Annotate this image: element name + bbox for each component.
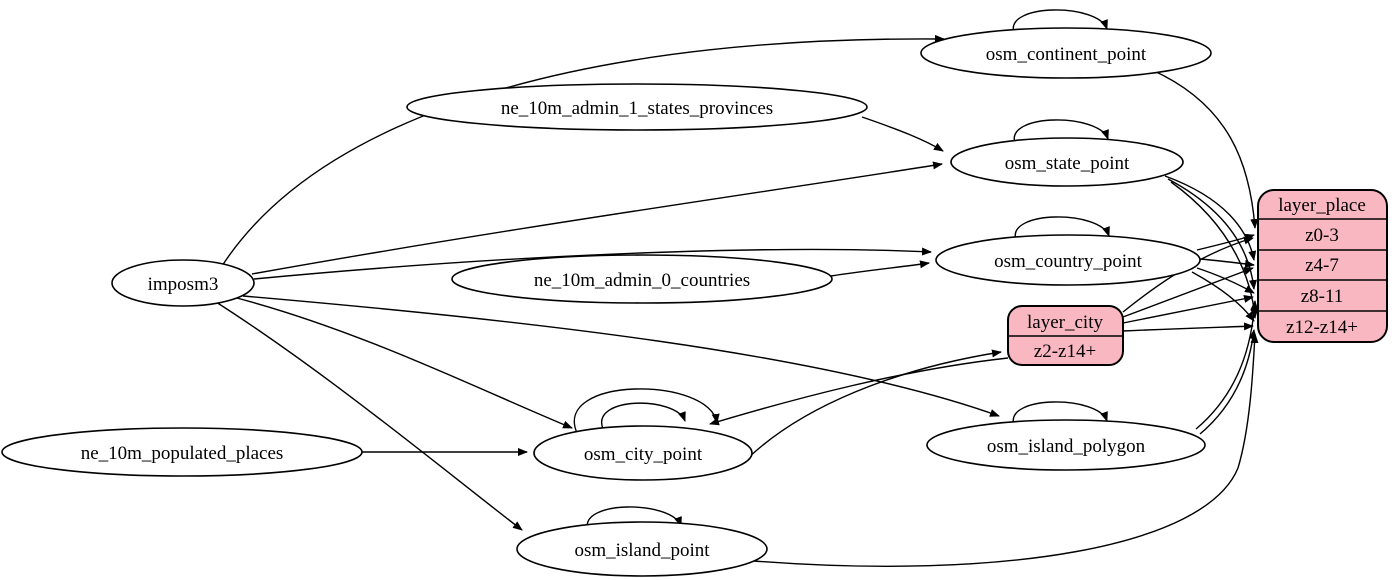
osm_country_point-ellipse xyxy=(935,234,1201,286)
edge-layer_city-layer_place-z0-3 xyxy=(1122,236,1254,313)
layer_place-title: layer_place xyxy=(1278,195,1366,216)
ne_10m_admin_1_states_provinces-label: ne_10m_admin_1_states_provinces xyxy=(501,98,773,119)
edge-osm_continent_point-self xyxy=(1012,9,1108,34)
node-osm_continent_point: osm_continent_point xyxy=(920,27,1212,79)
node-osm_city_point: osm_city_point xyxy=(533,425,753,481)
edge-imposm3-osm_state_point xyxy=(251,161,943,275)
edge-osm_state_point-layer_place-z4-7 xyxy=(1164,175,1257,261)
imposm3-ellipse xyxy=(111,259,255,307)
node-osm_state_point: osm_state_point xyxy=(950,137,1184,187)
node-layer_place: layer_place z0-3 z4-7 z8-11 z12-z14+ xyxy=(1257,189,1388,343)
osm_island_polygon-label: osm_island_polygon xyxy=(987,436,1146,457)
edge-layer_city-layer_place-z8-11 xyxy=(1122,295,1254,324)
edge-osm_country_point-layer_place-z4-7 xyxy=(1199,258,1255,268)
edge-osm_island_polygon-layer_place-z8-11 xyxy=(1195,300,1259,430)
edge-layer_city-layer_place-z4-7 xyxy=(1122,267,1254,318)
edge-imposm3-osm_island_polygon xyxy=(242,295,1000,417)
node-ne_10m_admin_0_countries: ne_10m_admin_0_countries xyxy=(451,254,833,304)
osm_island_polygon-ellipse xyxy=(926,419,1206,471)
edge-imposm3-osm_continent_point xyxy=(221,34,945,267)
edge-layer_city-layer_place-z12-z14 xyxy=(1122,322,1254,332)
osm_island_point-label: osm_island_point xyxy=(574,540,710,561)
edge-osm_country_point-self xyxy=(1014,216,1110,241)
node-osm_island_point: osm_island_point xyxy=(516,521,768,577)
edge-osm_island_point-self xyxy=(586,506,682,531)
edge-imposm3-osm_city_point xyxy=(232,296,573,429)
edge-osm_continent_point-layer_place-z0-3 xyxy=(1151,69,1259,229)
edge-ne_10m_admin_1_states_provinces-osm_state_point xyxy=(861,116,944,152)
osm_state_point-ellipse xyxy=(950,137,1184,187)
node-imposm3: imposm3 xyxy=(111,259,255,307)
osm_country_point-label: osm_country_point xyxy=(994,251,1142,272)
edge-osm_city_point-self-outer xyxy=(573,388,720,434)
edge-osm_state_point-layer_place-z8-11 xyxy=(1167,178,1257,290)
osm_continent_point-ellipse xyxy=(920,27,1212,79)
ne_10m_populated_places-ellipse xyxy=(1,427,363,477)
node-ne_10m_admin_1_states_provinces: ne_10m_admin_1_states_provinces xyxy=(406,83,868,131)
edge-osm_island_polygon-self xyxy=(1012,401,1108,426)
edge-layer_city-osm_city_point xyxy=(709,357,1009,426)
edge-imposm3-osm_island_point xyxy=(215,301,523,531)
ne_10m_admin_0_countries-ellipse xyxy=(451,254,833,304)
edge-osm_city_point-layer_city-z2 xyxy=(741,349,1002,465)
edge-osm_island_point-layer_place-z12-z14 xyxy=(753,333,1259,567)
node-ne_10m_populated_places: ne_10m_populated_places xyxy=(1,427,363,477)
edge-ne_10m_admin_0_countries-osm_country_point xyxy=(830,260,930,277)
edge-imposm3-osm_country_point xyxy=(253,247,932,280)
layer_place-row-z8-11: z8-11 xyxy=(1301,286,1344,307)
node-osm_island_polygon: osm_island_polygon xyxy=(926,419,1206,471)
edge-osm_state_point-self xyxy=(1013,119,1109,144)
osm_city_point-label: osm_city_point xyxy=(584,444,703,465)
layer_place-box xyxy=(1257,189,1388,343)
osm_state_point-label: osm_state_point xyxy=(1005,153,1130,174)
node-layer_city: layer_city z2-z14+ xyxy=(1007,305,1124,366)
osm_city_point-ellipse xyxy=(533,425,753,481)
layer_place-row-z12-z14: z12-z14+ xyxy=(1286,317,1358,338)
node-osm_country_point: osm_country_point xyxy=(935,234,1201,286)
layer_city-row-z2-z14: z2-z14+ xyxy=(1034,341,1096,362)
osm_island_point-ellipse xyxy=(516,521,768,577)
layer_place-row-z4-7: z4-7 xyxy=(1305,255,1339,276)
edge-osm_city_point-self-inner xyxy=(600,402,686,430)
layer_place-row-z0-3: z0-3 xyxy=(1305,225,1339,246)
ne_10m_admin_0_countries-label: ne_10m_admin_0_countries xyxy=(534,270,750,291)
imposm3-label: imposm3 xyxy=(148,274,219,295)
osm_continent_point-label: osm_continent_point xyxy=(986,44,1147,65)
ne_10m_populated_places-label: ne_10m_populated_places xyxy=(81,443,284,464)
edge-group xyxy=(215,9,1259,567)
layer_city-title: layer_city xyxy=(1027,312,1103,333)
ne_10m_admin_1_states_provinces-ellipse xyxy=(406,83,868,131)
